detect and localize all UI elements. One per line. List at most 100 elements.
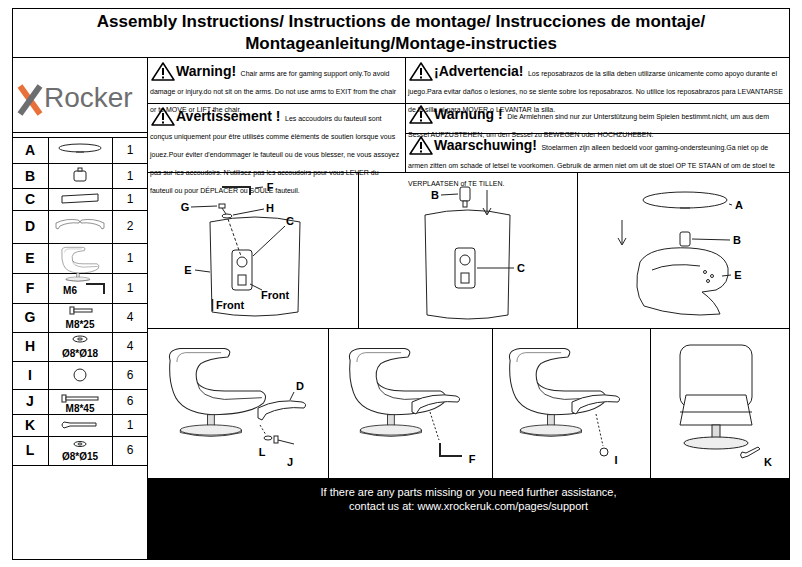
drawing-path <box>652 265 700 270</box>
drawing-path <box>618 238 626 245</box>
warning-heading: ¡Advertencia! <box>434 63 523 79</box>
callout-letter: K <box>764 456 772 468</box>
drawing-line <box>12 389 147 390</box>
drawing-rect <box>463 201 467 207</box>
callout-letter: C <box>286 215 294 227</box>
part-size: Ø8*Ø18 <box>62 348 98 359</box>
part-quantity: 4 <box>127 310 134 324</box>
drawing-ellipse <box>643 192 727 208</box>
drawing-rect <box>274 436 278 443</box>
callout-letter: H <box>266 202 274 214</box>
drawing-rect <box>62 395 66 402</box>
drawing-use <box>80 219 104 229</box>
drawing-line <box>250 284 262 290</box>
part-quantity: 2 <box>127 219 134 233</box>
drawing-ellipse <box>73 336 87 342</box>
drawing-use <box>349 348 445 436</box>
step-6 <box>509 348 619 456</box>
part-size: Ø8*Ø15 <box>62 451 98 462</box>
drawing-line <box>680 412 752 413</box>
drawing-line <box>233 209 264 215</box>
drawing-line <box>596 414 603 446</box>
drawing-circle <box>707 280 710 283</box>
callout-letter: B <box>733 234 741 246</box>
drawing-rect <box>162 113 164 120</box>
drawing-rect <box>78 168 82 171</box>
part-letter: J <box>26 393 34 409</box>
drawing-line <box>12 303 147 304</box>
drawing-use <box>62 247 99 281</box>
drawing-line <box>487 190 488 214</box>
drawing-line <box>112 137 113 465</box>
drawing-path <box>425 210 510 319</box>
drawing-path <box>62 422 96 428</box>
drawing-rect <box>461 273 469 283</box>
part-quantity: 4 <box>127 339 134 353</box>
drawing-line <box>12 361 147 362</box>
drawing-path <box>86 284 104 294</box>
warning-block: Waarschuwing! Stoelarmen zijn alleen bed… <box>408 136 786 190</box>
drawing-path <box>440 443 462 456</box>
part-letter: K <box>25 417 35 433</box>
drawing-rect <box>162 68 164 75</box>
drawing-use <box>572 395 620 414</box>
drawing-line <box>228 219 241 256</box>
drawing-line <box>12 188 147 189</box>
drawing-line <box>650 328 651 478</box>
drawing-path <box>410 63 432 80</box>
drawing-line <box>222 208 226 214</box>
drawing-line <box>12 414 147 415</box>
drawing-g <box>260 392 294 444</box>
drawing-rect <box>420 151 422 153</box>
drawing-line <box>12 210 147 211</box>
step-2 <box>425 187 514 319</box>
step-1 <box>191 187 300 316</box>
drawing-line <box>729 204 732 205</box>
part-quantity: 6 <box>127 368 134 382</box>
step-4 <box>169 348 305 444</box>
part-quantity: 1 <box>127 169 134 183</box>
drawing-rect <box>460 187 470 201</box>
part-letter: D <box>25 218 35 234</box>
warning-block: Warning! Chair arms are for gaming suppo… <box>150 62 402 116</box>
part-quantity: 1 <box>127 143 134 157</box>
part-size: M8*45 <box>66 403 95 414</box>
drawing-line <box>622 220 623 244</box>
drawing-rect <box>219 204 225 208</box>
drawing-line <box>278 440 294 444</box>
drawing-line <box>260 425 266 435</box>
drawing-path <box>680 395 752 425</box>
warning-text: Les accoudoirs du fauteuil sont conçus u… <box>150 115 399 194</box>
drawing-line <box>12 57 790 58</box>
warning-heading: Warning! <box>176 63 236 79</box>
callout-letter: Front <box>216 299 244 311</box>
drawing-rect <box>70 307 74 314</box>
drawing-rect <box>420 120 422 122</box>
warning-heading: Waarschuwing! <box>434 137 537 153</box>
callout-letter: D <box>296 380 304 392</box>
drawing-line <box>722 275 731 276</box>
drawing-use <box>169 348 265 436</box>
drawing-line <box>358 172 359 328</box>
drawing-line <box>405 57 406 172</box>
drawing-path <box>62 194 98 203</box>
drawing-line <box>12 332 147 333</box>
part-quantity: 6 <box>127 394 134 408</box>
part-quantity: 1 <box>127 281 134 295</box>
drawing-line <box>191 206 217 207</box>
drawing-path <box>210 217 300 316</box>
drawing-line <box>492 328 493 478</box>
drawing-use <box>509 348 605 436</box>
drawing-circle <box>600 448 608 456</box>
part-letter: L <box>26 442 35 458</box>
drawing-line <box>212 299 214 311</box>
drawing-rect <box>13 9 790 560</box>
callout-letter: G <box>181 201 190 213</box>
drawing-line <box>12 436 147 437</box>
drawing-line <box>147 103 790 104</box>
warning-heading: Avertissement ! <box>176 108 281 124</box>
drawing-rect <box>162 122 164 124</box>
drawing-line <box>20 86 40 114</box>
drawing-use <box>258 401 306 420</box>
